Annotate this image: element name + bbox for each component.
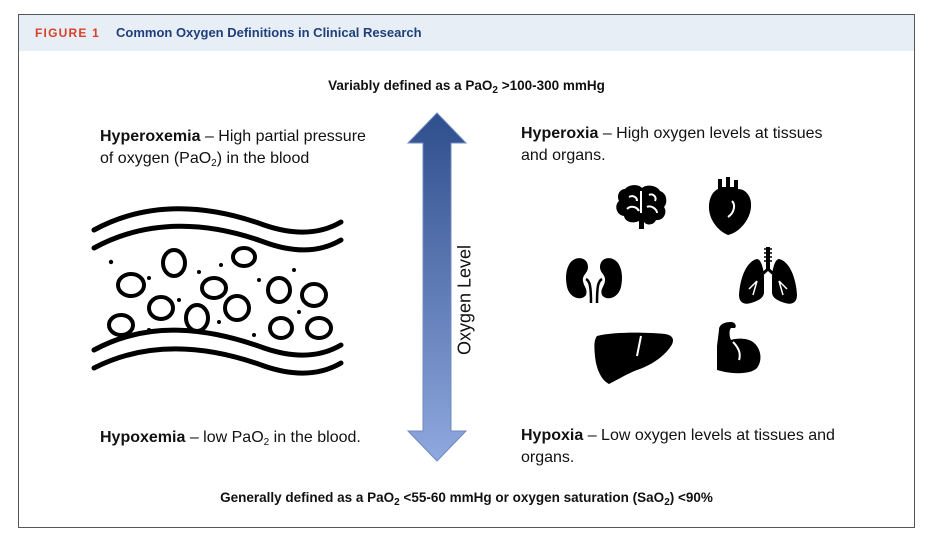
figure-frame: FIGURE 1 Common Oxygen Definitions in Cl… [18, 14, 915, 528]
hypoxemia-definition: Hypoxemia – low PaO2 in the blood. [100, 429, 361, 448]
liver-icon [594, 332, 673, 384]
muscle-icon [717, 322, 761, 374]
figure-title: Common Oxygen Definitions in Clinical Re… [116, 25, 422, 40]
brain-icon [616, 185, 667, 229]
lungs-icon [739, 247, 797, 304]
kidneys-icon [566, 258, 622, 304]
hyperoxemia-term: Hyperoxemia [100, 128, 201, 145]
blood-vessel-illustration [91, 206, 344, 376]
figure-label: FIGURE 1 [35, 26, 100, 40]
oxygen-level-arrow [406, 112, 468, 462]
axis-label: Oxygen Level [454, 244, 475, 356]
top-definition: Variably defined as a PaO2 >100-300 mmHg [328, 78, 605, 96]
figure-header: FIGURE 1 Common Oxygen Definitions in Cl… [19, 15, 914, 51]
bottom-definition: Generally defined as a PaO2 <55-60 mmHg … [220, 490, 713, 508]
heart-icon [708, 177, 752, 235]
hypoxia-term: Hypoxia [521, 427, 584, 444]
hyperoxemia-definition: Hyperoxemia – High partial pressure of o… [100, 128, 366, 169]
hyperoxia-definition: Hyperoxia – High oxygen levels at tissue… [521, 125, 823, 164]
hypoxia-definition: Hypoxia – Low oxygen levels at tissues a… [521, 427, 835, 466]
hyperoxia-term: Hyperoxia [521, 125, 599, 142]
hypoxemia-term: Hypoxemia [100, 429, 186, 446]
